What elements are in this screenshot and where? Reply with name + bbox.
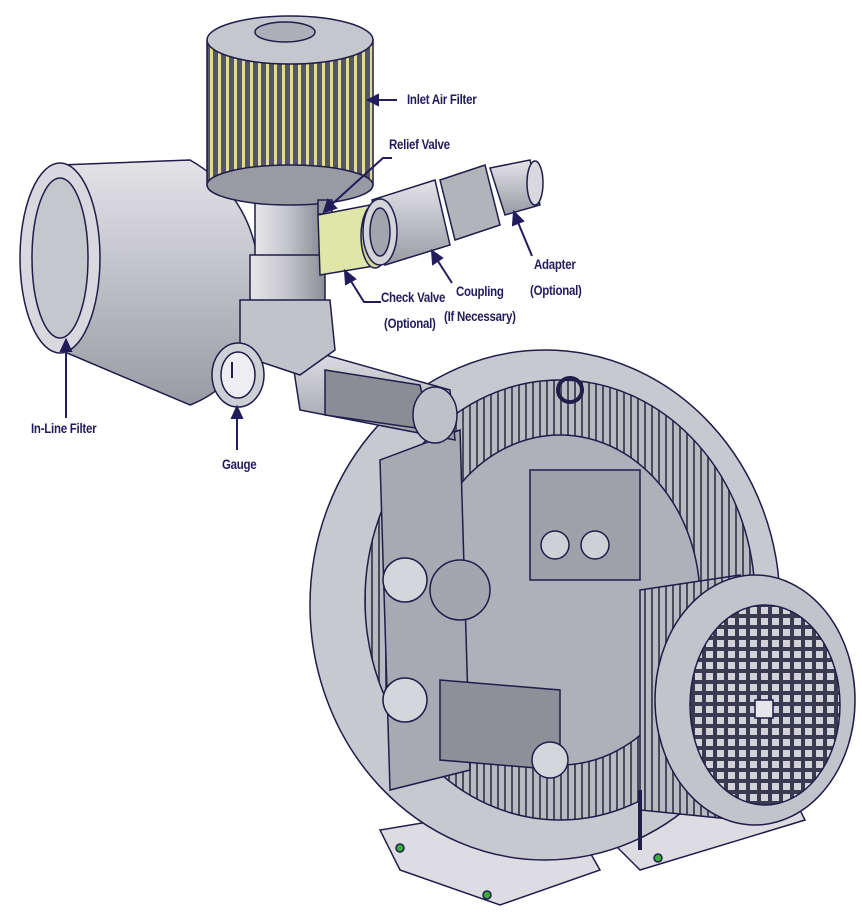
label-relief-valve: Relief Valve [389,137,450,152]
arrow-adapter [511,209,533,257]
coupling [362,179,451,266]
label-check-valve: Check Valve [381,290,446,305]
in-line-filter [19,159,261,406]
arrow-inlet-air-filter [365,93,397,107]
label-check-valve-note: (Optional) [384,316,436,331]
label-coupling-note: (If Necessary) [444,309,516,324]
adapter [439,159,544,241]
label-gauge: Gauge [222,457,257,472]
label-in-line-filter: In-Line Filter [31,421,97,436]
arrow-check-valve [343,268,381,303]
label-adapter: Adapter [534,257,576,272]
arrow-relief-valve [322,157,392,214]
arrow-gauge [230,404,244,450]
label-adapter-note: (Optional) [530,283,582,298]
inlet-air-filter [206,15,374,206]
label-coupling: Coupling [456,284,504,299]
arrow-coupling [430,248,453,284]
motor [638,574,856,850]
label-inlet-air-filter: Inlet Air Filter [407,92,477,107]
tee-pipe [239,184,336,376]
connecting-pipe [289,343,458,444]
arrow-in-line-filter [59,337,73,418]
gauge [211,342,265,408]
